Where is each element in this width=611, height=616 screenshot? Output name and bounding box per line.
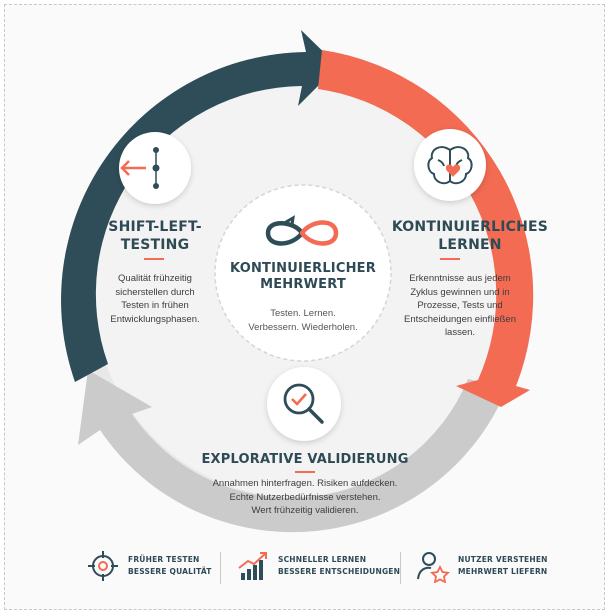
right-title-line2: LERNEN	[438, 237, 502, 253]
bottom-text: Annahmen hinterfragen. Risiken aufdecken…	[180, 477, 430, 518]
center-subtitle-line1: Testen. Lernen.	[270, 308, 336, 319]
footer-labels: NUTZER VERSTEHEN MEHRWERT LIEFERN	[458, 554, 548, 578]
left-accent-line	[144, 258, 164, 260]
right-title: KONTINUIERLICHES LERNEN	[385, 218, 555, 254]
bottom-title-text: EXPLORATIVE VALIDIERUNG	[201, 452, 409, 467]
footer-label-1: NUTZER VERSTEHEN	[458, 555, 548, 564]
left-text-line: Entwicklungsphasen.	[110, 313, 200, 325]
left-text-line: sicherstellen durch	[115, 286, 195, 298]
left-title-line2: TESTING	[120, 237, 190, 253]
right-accent-line	[440, 258, 460, 260]
footer-label-1: SCHNELLER LERNEN	[278, 555, 367, 564]
right-text-line: Prozesse, Tests und	[417, 300, 503, 311]
center-circle	[214, 184, 392, 362]
teal-arc-arrow	[61, 30, 338, 382]
center-subtitle-line2: Verbessern. Wiederholen.	[248, 321, 358, 333]
left-title: SHIFT-LEFT- TESTING	[75, 218, 235, 254]
bottom-text-line: Echte Nutzerbedürfnisse verstehen.	[229, 491, 381, 503]
bottom-accent-line	[295, 471, 315, 473]
footer-item-learning: SCHNELLER LERNEN BESSERE ENTSCHEIDUNGEN	[236, 548, 400, 584]
right-text: Erkenntnisse aus jedem Zyklus gewinnen u…	[385, 272, 535, 340]
right-title-line1: KONTINUIERLICHES	[391, 219, 549, 235]
left-text-line: Testen in frühen	[121, 300, 189, 311]
right-text-line: lassen.	[444, 327, 476, 338]
footer-label-2: MEHRWERT LIEFERN	[458, 567, 548, 576]
footer-label-2: BESSERE ENTSCHEIDUNGEN	[278, 567, 401, 576]
footer-item-quality: FRÜHER TESTEN BESSERE QUALITÄT	[86, 548, 212, 584]
footer-labels: FRÜHER TESTEN BESSERE QUALITÄT	[128, 554, 212, 578]
left-text: Qualität frühzeitig sicherstellen durch …	[80, 272, 230, 326]
bottom-title: EXPLORATIVE VALIDIERUNG	[180, 451, 430, 469]
shift-left-arrow-icon	[120, 147, 160, 189]
magnifier-check-icon	[283, 383, 324, 424]
footer-item-user: NUTZER VERSTEHEN MEHRWERT LIEFERN	[416, 548, 548, 584]
footer-divider	[220, 552, 221, 584]
user-star-icon	[417, 552, 450, 583]
right-text-line: Zyklus gewinnen und in	[410, 286, 510, 298]
growth-chart-icon	[238, 552, 267, 580]
coral-arc-arrow	[318, 50, 534, 407]
brain-heart-icon	[427, 146, 473, 185]
grey-arc-arrow	[78, 370, 507, 533]
bottom-text-line: Annahmen hinterfragen. Risiken aufdecken…	[212, 478, 398, 489]
target-icon	[88, 551, 118, 581]
center-title: KONTINUIERLICHER MEHRWERT	[213, 261, 393, 293]
footer-divider	[400, 552, 401, 584]
center-subtitle: Testen. Lernen. Verbessern. Wiederholen.	[213, 307, 393, 334]
footer-label-2: BESSERE QUALITÄT	[128, 567, 212, 576]
center-title-line1: KONTINUIERLICHER	[230, 261, 376, 276]
right-text-line: Erkenntnisse aus jedem	[409, 273, 511, 284]
left-title-line1: SHIFT-LEFT-	[108, 219, 202, 235]
center-title-line2: MEHRWERT	[260, 277, 346, 292]
bottom-text-line: Wert frühzeitig validieren.	[251, 505, 359, 516]
left-text-line: Qualität frühzeitig	[118, 273, 192, 284]
footer-label-1: FRÜHER TESTEN	[128, 555, 200, 564]
infinity-loop-icon	[265, 215, 339, 246]
bottom-icon-circle	[267, 367, 341, 441]
footer-labels: SCHNELLER LERNEN BESSERE ENTSCHEIDUNGEN	[278, 554, 400, 578]
right-text-line: Entscheidungen einfließen	[404, 313, 516, 325]
